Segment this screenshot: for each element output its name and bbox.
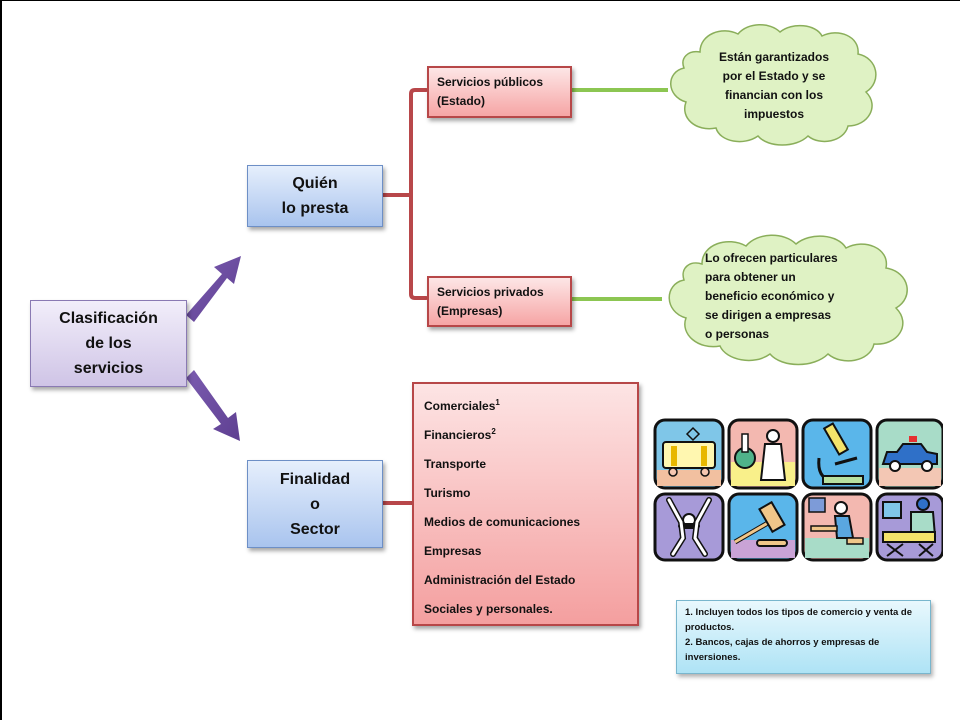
root-line: de los: [85, 335, 132, 352]
sector-item: Comerciales1: [424, 398, 500, 414]
footnote: 1. Incluyen todos los tipos de comercio …: [685, 607, 913, 633]
branch-who-node: Quién lo presta: [247, 165, 383, 227]
cloud-private-line: beneficio económico y: [705, 289, 835, 303]
tram-icon: [653, 418, 725, 490]
branch-line: Quién: [292, 175, 338, 192]
connector-who: [381, 88, 428, 300]
root-line: Clasificación: [59, 310, 158, 327]
cloud-private: Lo ofrecen particulares para obtener un …: [658, 232, 920, 368]
cloud-public-line: Están garantizados: [718, 50, 830, 64]
cloud-shape: [668, 234, 908, 366]
sector-list: Comerciales1 Financieros2 Transporte Tur…: [412, 382, 639, 626]
branch-line: lo presta: [281, 200, 349, 217]
sector-item: Empresas: [424, 544, 482, 558]
sector-item: Sociales y personales.: [424, 602, 553, 616]
cloud-private-line: o personas: [705, 327, 770, 341]
police-car-icon: [875, 418, 943, 490]
private-services-line: Servicios privados: [437, 285, 544, 299]
connector-clouds: [572, 88, 668, 301]
private-services-line: (Empresas): [437, 304, 503, 318]
root-line: servicios: [73, 360, 144, 377]
cloud-private-line: se dirigen a empresas: [705, 308, 832, 322]
branch-line: o: [310, 495, 320, 513]
cloud-public: Están garantizados por el Estado y se fi…: [660, 22, 888, 148]
sector-item: Transporte: [424, 457, 487, 471]
branch-line: Sector: [290, 520, 340, 538]
cloud-shape: [670, 24, 877, 146]
frame-border-left: [0, 0, 2, 720]
sector-item: Administración del Estado: [424, 573, 576, 587]
footnote-ref: 2: [491, 427, 496, 436]
chemist-icon: [727, 418, 799, 490]
footnote: 2. Bancos, cajas de ahorros y empresas d…: [685, 637, 880, 663]
student-desk-icon: [801, 492, 873, 562]
sector-item: Financieros2: [424, 427, 496, 443]
public-services-line: Servicios públicos: [437, 75, 544, 89]
arrow-down-right: [186, 370, 240, 441]
microscope-icon: [801, 418, 873, 490]
gymnast-icon: [653, 492, 725, 562]
cloud-private-line: Lo ofrecen particulares: [705, 251, 838, 265]
branch-line: Finalidad: [279, 470, 351, 488]
footnotes-box: 1. Incluyen todos los tipos de comercio …: [676, 600, 931, 674]
judge-gavel-icon: [727, 492, 799, 562]
private-services-node: Servicios privados (Empresas): [427, 276, 572, 327]
public-services-node: Servicios públicos (Estado): [427, 66, 572, 118]
cloud-public-line: financian con los: [724, 88, 823, 102]
services-illustration: [653, 418, 943, 562]
sector-item: Medios de comunicaciones: [424, 515, 581, 529]
arrow-up-right: [186, 256, 241, 322]
cloud-public-line: por el Estado y se: [722, 69, 826, 83]
root-node: Clasificación de los servicios: [30, 300, 187, 387]
public-services-line: (Estado): [437, 94, 485, 108]
footnote-ref: 1: [495, 398, 500, 407]
medical-care-icon: [875, 492, 943, 562]
cloud-private-line: para obtener un: [705, 270, 796, 284]
cloud-public-line: impuestos: [743, 107, 804, 121]
sector-item: Turismo: [424, 486, 471, 500]
frame-border-top: [0, 0, 960, 1]
branch-purpose-node: Finalidad o Sector: [247, 460, 383, 548]
